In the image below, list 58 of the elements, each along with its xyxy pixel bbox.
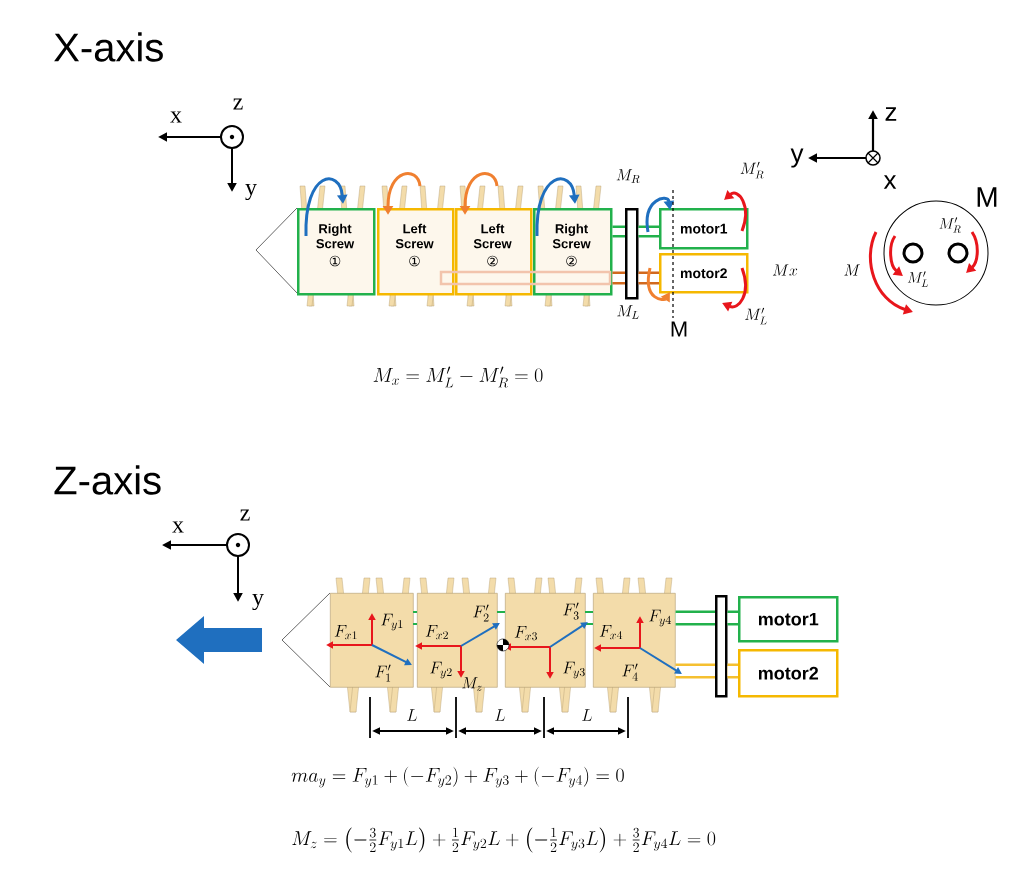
force-label: $F_{x3}$ — [514, 625, 537, 641]
moment-label: $M'_{R}$ — [740, 161, 764, 179]
moment-label: $M$ — [844, 264, 860, 276]
section-heading: X-axis — [54, 32, 163, 62]
shaft-line — [638, 271, 659, 285]
axis-label: x — [172, 521, 184, 533]
plate — [625, 208, 639, 300]
force-label: $F_{x4}$ — [599, 624, 623, 640]
shaft-line — [675, 663, 715, 679]
equation: $ma_y = F_{y1} + \left(-F_{y2}\right) + F_{y3} + (-F_{y4}) = 0$ — [291, 766, 624, 788]
force-label: $F'_{2}$ — [473, 604, 489, 622]
moment-label: $M_{R}$ — [616, 169, 640, 183]
motor-box: motor2 — [738, 649, 839, 698]
shaft-line — [638, 225, 659, 238]
shaft-line — [675, 610, 715, 626]
shaft-line — [612, 225, 625, 238]
axis-label: y — [245, 183, 257, 201]
force-label: $F'_{1}$ — [375, 664, 391, 682]
force-label: $F_{y1}$ — [381, 613, 403, 631]
shaft-line — [612, 271, 625, 285]
motor-box: motor1 — [659, 208, 749, 250]
axis-label: y — [790, 148, 804, 168]
dimension-label: $L$ — [407, 709, 418, 721]
screw-box: Right Screw ② — [533, 208, 613, 296]
section-heading: Z-axis — [54, 465, 161, 495]
force-label: $F'_{3}$ — [563, 602, 579, 620]
moment-label: $M'_{L}$ — [745, 307, 767, 325]
force-label: $F'_{4}$ — [622, 663, 638, 681]
moment-label: $M_{R}'$ — [939, 217, 961, 233]
axis-label: x — [170, 111, 182, 123]
end-view-label: M — [977, 187, 997, 207]
equation: $M_x = M'_L - M'_R = 0$ — [373, 366, 543, 388]
axis-label: z — [885, 107, 897, 121]
moment-label: $M_{L}'$ — [907, 271, 929, 287]
moment-label: $M_{z}$ — [462, 677, 482, 691]
force-label: $F_{x1}$ — [334, 624, 357, 640]
motor-box: motor2 — [659, 253, 749, 294]
dimension-label: $L$ — [582, 709, 593, 721]
screw-box: Left Screw ① — [377, 208, 455, 296]
motor-box: motor1 — [738, 596, 839, 643]
force-label: $F_{y2}$ — [430, 661, 452, 679]
equation: $M_z = \left(-\frac{3}{2}F_{y1}L\right) + \frac{1}{2}F_{y2}L + \left(-\frac{1}{2}F_{y3}L\right) + \frac{3}{2}F_{y4}L = 0$ — [292, 827, 716, 853]
line-label: M — [671, 321, 687, 337]
shaft-line — [727, 610, 738, 626]
axis-label: z — [240, 509, 250, 521]
dimension-label: $L$ — [495, 709, 506, 721]
axis-label: y — [252, 593, 264, 611]
plate — [715, 595, 728, 698]
shaft-line — [727, 663, 738, 679]
moment-label: $Mx$ — [772, 264, 798, 276]
axis-label: x — [883, 175, 897, 189]
force-label: $F_{y3}$ — [563, 661, 585, 679]
screw-box: Left Screw ② — [455, 208, 533, 296]
force-label: $F_{y4}$ — [649, 609, 671, 627]
force-label: $F_{x2}$ — [425, 624, 448, 640]
moment-label: $M_{L}$ — [617, 305, 639, 319]
screw-box: Right Screw ① — [297, 208, 376, 296]
axis-label: z — [233, 98, 243, 110]
